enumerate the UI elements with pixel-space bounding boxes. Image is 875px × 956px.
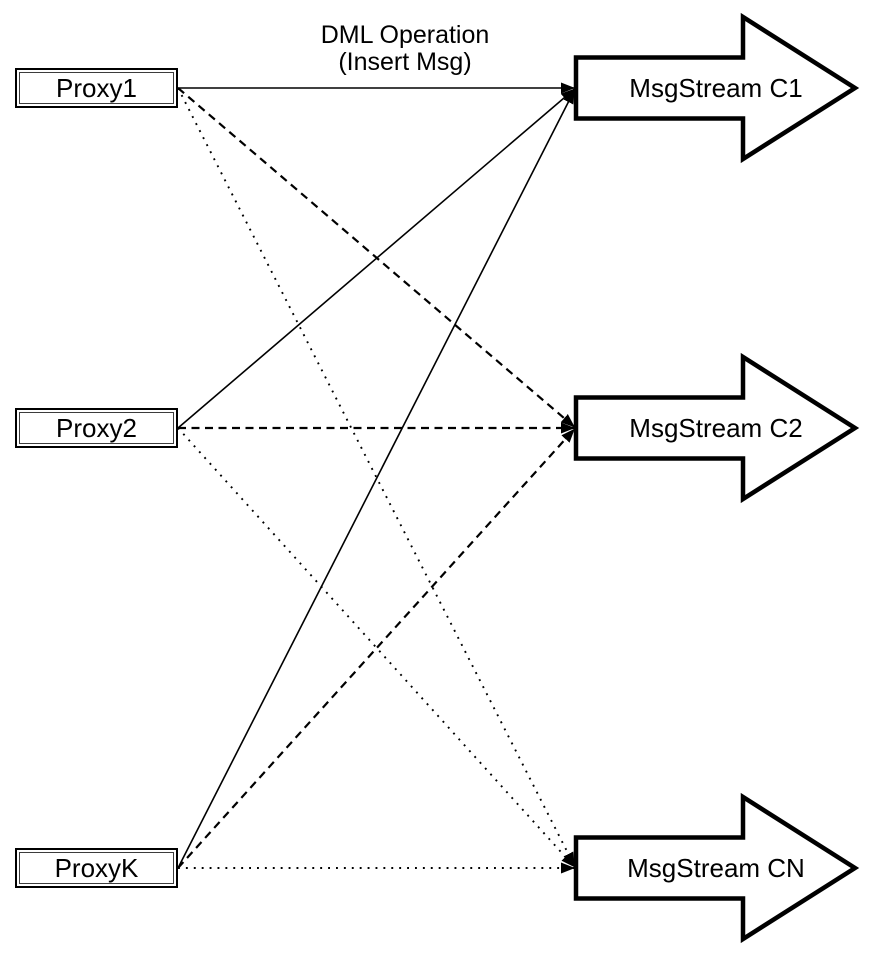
proxy1-label: Proxy1 — [56, 72, 137, 103]
msgstream-c2-block-arrow — [573, 352, 860, 504]
title-line-2: (Insert Msg) — [338, 48, 472, 76]
msgstream-c1-block-arrow — [573, 12, 860, 164]
proxyk-label: ProxyK — [54, 852, 139, 883]
diagram-title: DML Operation (Insert Msg) — [321, 22, 490, 76]
proxyk-node: ProxyK — [15, 848, 178, 888]
title-line-1: DML Operation — [320, 21, 490, 49]
edge-proxyk-to-msgstream-c2 — [177, 428, 576, 869]
msgstream-c2-label: MsgStream C2 — [629, 413, 803, 443]
edge-proxy1-to-msgstream-cn — [177, 87, 576, 867]
proxy2-label: Proxy2 — [56, 412, 137, 443]
edge-proxyk-to-msgstream-c1 — [177, 89, 576, 869]
proxy1-node: Proxy1 — [15, 68, 178, 108]
msgstream-cn-block-arrow — [573, 792, 860, 944]
edge-proxy1-to-msgstream-c2 — [177, 87, 576, 428]
msgstream-cn-label: MsgStream CN — [627, 853, 805, 883]
msgstream-c1-label: MsgStream C1 — [629, 73, 803, 103]
proxy2-node: Proxy2 — [15, 408, 178, 448]
